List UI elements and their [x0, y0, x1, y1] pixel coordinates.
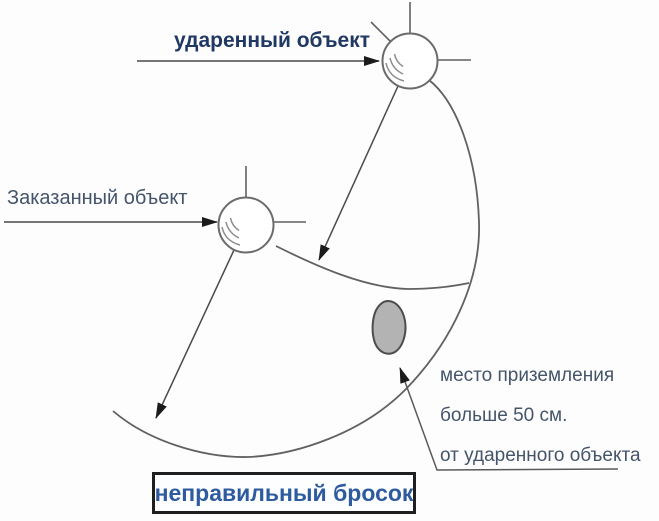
- verdict-box: неправильный бросок: [152, 472, 416, 514]
- struck-object-ball-icon: [370, 2, 471, 90]
- landing-caption-line-2: больше 50 см.: [440, 405, 568, 426]
- ordered-object-ball-icon: [217, 166, 306, 254]
- ordered-object-trajectory-arrow: [155, 249, 235, 419]
- struck-object-label: ударенный объект: [174, 29, 371, 52]
- struck-object-trajectory-arrow: [318, 85, 399, 261]
- landing-spot-callout-arrow: [399, 367, 619, 471]
- landing-caption-line-1: место приземления: [440, 365, 615, 386]
- fifty-cm-arc: [275, 245, 470, 290]
- verdict-label: неправильный бросок: [154, 479, 414, 506]
- landing-spot-blob: [371, 299, 407, 355]
- ordered-object-label: Заказанный объект: [7, 187, 188, 209]
- landing-caption: место приземления больше 50 см. от ударе…: [440, 356, 641, 476]
- boundary-arc: [112, 79, 480, 458]
- landing-caption-line-3: от ударенного объекта: [440, 445, 641, 466]
